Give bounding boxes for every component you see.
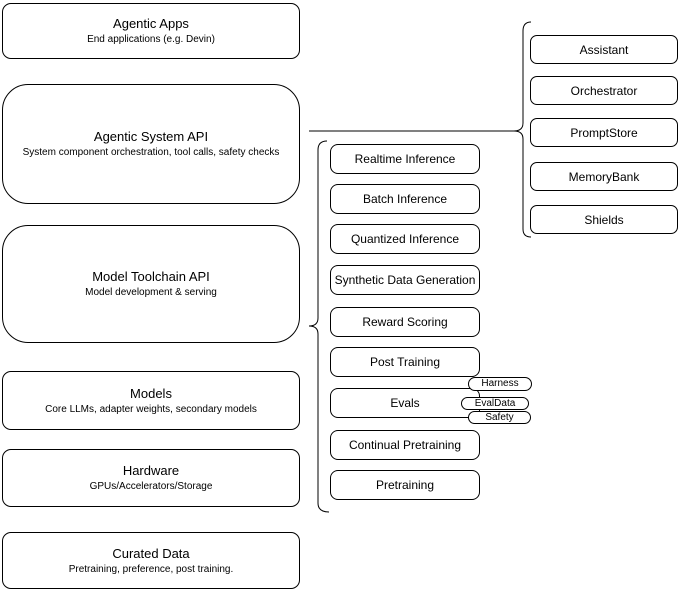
node-models: Models Core LLMs, adapter weights, secon… <box>2 371 300 430</box>
node-subtitle: Pretraining, preference, post training. <box>68 563 234 575</box>
tag-harness: Harness <box>468 377 532 391</box>
node-model-toolchain-api: Model Toolchain API Model development & … <box>2 225 300 343</box>
node-title: Models <box>130 385 172 401</box>
node-quantized-inference: Quantized Inference <box>330 224 480 254</box>
node-title: Agentic Apps <box>113 16 189 31</box>
node-title: Hardware <box>122 463 180 478</box>
node-batch-inference: Batch Inference <box>330 184 480 214</box>
node-shields: Shields <box>530 205 678 234</box>
node-realtime-inference: Realtime Inference <box>330 144 480 174</box>
node-title: Curated Data <box>112 545 190 561</box>
node-evals: Evals <box>330 388 480 418</box>
node-agentic-apps: Agentic Apps End applications (e.g. Devi… <box>2 3 300 59</box>
node-subtitle: Core LLMs, adapter weights, secondary mo… <box>45 403 257 415</box>
node-subtitle: GPUs/Accelerators/Storage <box>89 481 213 492</box>
node-promptstore: PromptStore <box>530 118 678 147</box>
node-orchestrator: Orchestrator <box>530 76 678 105</box>
node-agentic-system-api: Agentic System API System component orch… <box>2 84 300 204</box>
node-title: Model Toolchain API <box>92 269 210 284</box>
node-curated-data: Curated Data Pretraining, preference, po… <box>2 532 300 589</box>
node-synthetic-data-generation: Synthetic Data Generation <box>330 265 480 295</box>
node-reward-scoring: Reward Scoring <box>330 307 480 337</box>
node-memorybank: MemoryBank <box>530 162 678 191</box>
toolchain-brace <box>308 140 330 513</box>
node-post-training: Post Training <box>330 347 480 377</box>
system-components-brace <box>513 21 532 238</box>
node-continual-pretraining: Continual Pretraining <box>330 430 480 460</box>
node-title: Agentic System API <box>93 129 209 144</box>
node-pretraining: Pretraining <box>330 470 480 500</box>
node-subtitle: End applications (e.g. Devin) <box>87 34 215 45</box>
node-assistant: Assistant <box>530 35 678 64</box>
node-subtitle: Model development & serving <box>85 287 217 298</box>
node-subtitle: System component orchestration, tool cal… <box>22 147 280 158</box>
tag-safety: Safety <box>468 411 531 424</box>
tag-evaldata: EvalData <box>461 397 529 410</box>
node-hardware: Hardware GPUs/Accelerators/Storage <box>2 449 300 507</box>
